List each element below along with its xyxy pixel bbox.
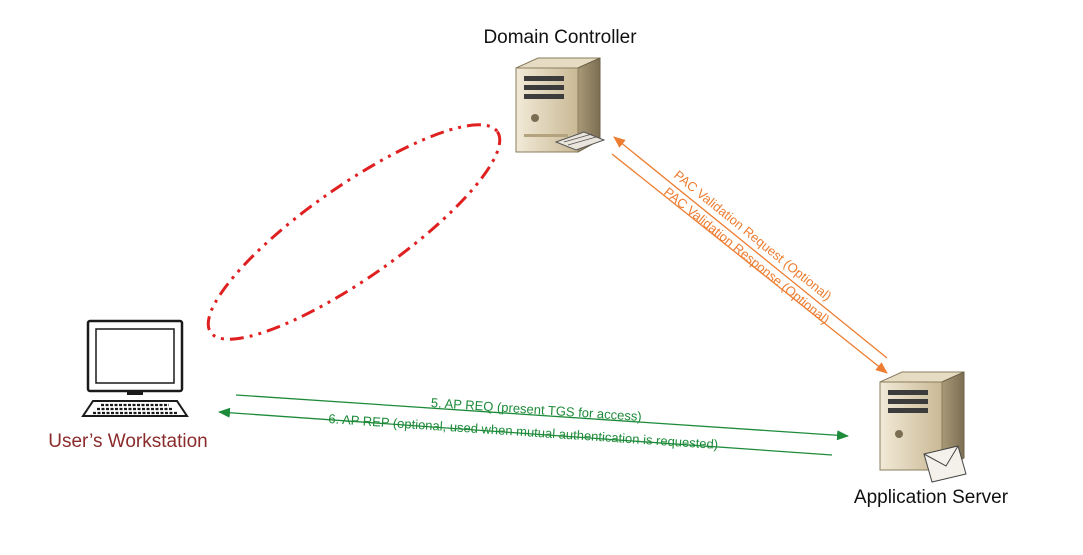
pac-request-arrow [613,136,888,359]
ap-req-arrow [235,394,849,441]
domain-controller-server-icon [515,57,606,153]
envelope-icon [923,445,967,483]
domain-controller-label: Domain Controller [483,27,637,48]
desktop-computer-icon [81,319,189,417]
pac-response-arrow [611,153,888,374]
application-server-icon [879,371,967,483]
application-server-label: Application Server [854,487,1009,508]
ap-rep-arrow [218,407,833,456]
ap-rep-label: 6. AP REP (optional, used when mutual au… [328,411,719,452]
pac-response-label: PAC Validation Response (Optional) [661,184,832,327]
pac-request-label: PAC Validation Request (Optional) [671,167,834,303]
dashed-ellipse [206,123,502,341]
workstation-label: User’s Workstation [48,431,207,452]
